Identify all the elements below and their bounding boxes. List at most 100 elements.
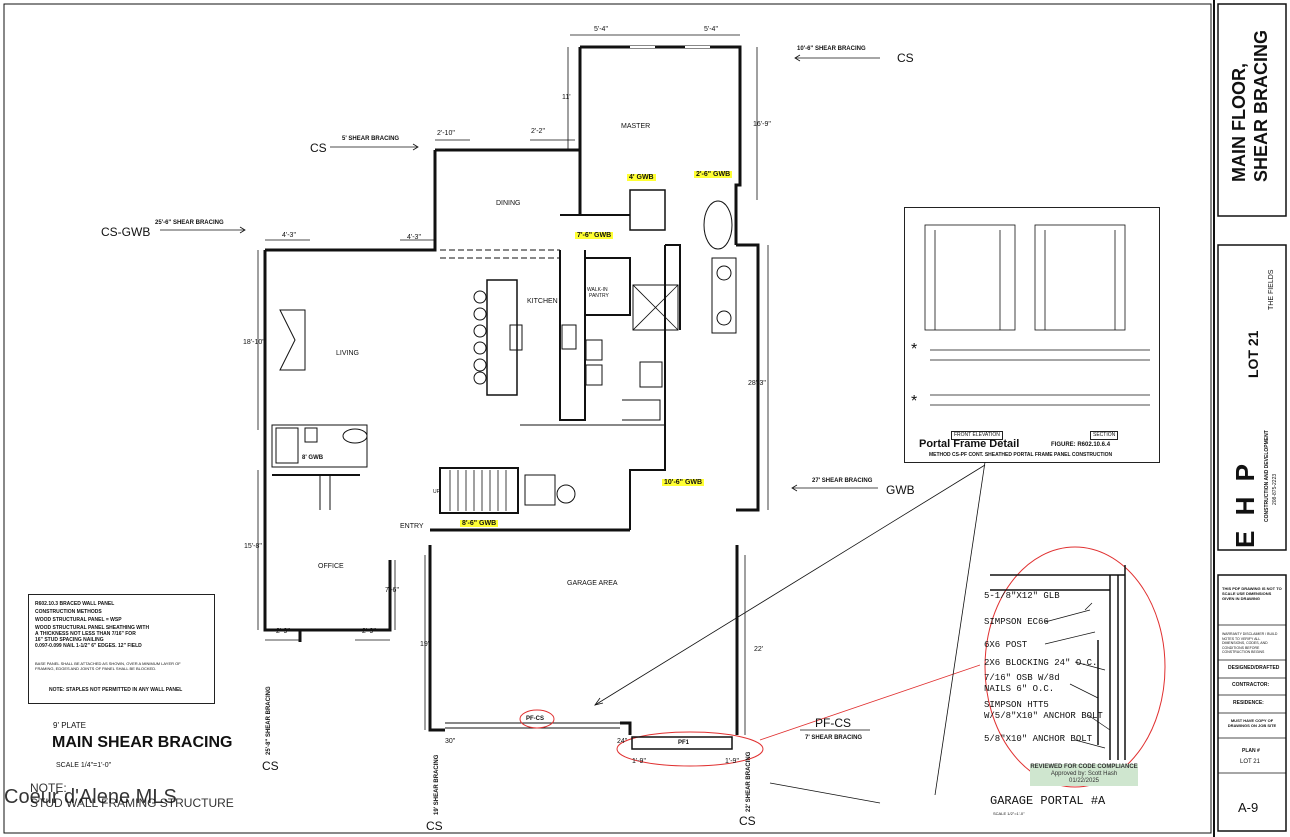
dim-label: 1'-9" [725,758,739,765]
shear-callout-code: PF-CS [815,716,851,730]
note-staples: NOTE: STAPLES NOT PERMITTED IN ANY WALL … [49,687,183,693]
note-line: A THICKNESS NOT LESS THAN 7/16" FOR [35,631,136,637]
room-kitchen: KITCHEN [527,298,558,305]
portal-detail-title: Portal Frame Detail [919,438,1020,450]
shear-callout-code: CS [897,51,914,65]
stamp-date: 01/22/2025 [1068,778,1100,784]
pf-cs-oval-label: PF-CS [526,716,544,722]
shear-callout-code: CS [739,814,756,828]
dim-label: 19' [420,641,430,648]
room-walkin: WALK-IN [587,287,608,293]
vertical-shear-label: 22' SHEAR BRACING [746,751,752,812]
shear-callout-code: CS [310,141,327,155]
front-elevation-label: FRONT ELEVATION [951,431,1003,440]
room-office: OFFICE [318,563,344,570]
gwb-tag: 2'-6" GWB [694,171,733,178]
contractor-label: CONTRACTOR: [1232,682,1270,688]
subdivision-name: THE FIELDS [1268,269,1275,310]
sheet-number: A-9 [1238,800,1259,815]
stairs-up-label: UP [433,489,440,495]
dim-label: 16'-9" [753,121,771,128]
note-line: 0.097-0.099 NAIL 1-1/2" 6" EDGES. 12" FI… [35,643,142,649]
designed-label: DESIGNED/DRAFTED [1228,665,1280,671]
dim-label: 5'-4" [594,26,608,33]
code-compliance-stamp: REVIEWED FOR CODE COMPLIANCE Approved by… [1030,764,1138,786]
portal-label: SIMPSON EC66 [984,617,1049,627]
note-line: WOOD STRUCTURAL PANEL SHEATHING WITH [35,625,150,631]
dim-label: 4'-3" [282,232,296,239]
dim-label: 28'-3" [748,380,766,387]
mls-watermark: Coeur d'Alene MLS [4,786,177,808]
dim-label: 22' [754,646,764,653]
note-label: NOTE: [30,781,67,795]
portal-label: 5/8"X10" ANCHOR BOLT [984,734,1093,744]
shear-callout-code: GWB [886,483,915,497]
note-fine-print: BASE PANEL SHALL BE ATTACHED AS SHOWN, O… [35,661,181,671]
plan-number-value: LOT 21 [1240,759,1260,765]
dim-label: 2'-2" [531,128,545,135]
portal-detail-figure: FIGURE: R602.10.6.4 [1051,442,1111,448]
sheet-title-line-2: SHEAR BRACING [1251,29,1271,182]
room-entry: ENTRY [400,523,424,530]
room-pantry: PANTRY [589,293,609,299]
vertical-shear-label: 25'-8" SHEAR BRACING [266,686,272,755]
sheet-title: MAIN FLOOR, SHEAR BRACING [1228,30,1272,182]
note-line: WOOD STRUCTURAL PANEL = WSP [35,617,122,623]
shear-callout-label: 10'-6" SHEAR BRACING [797,46,866,52]
gwb-tag: 7'-6" GWB [575,232,614,239]
gwb-tag: 4' GWB [627,174,656,181]
not-to-scale-notice: THIS PDF DRAWING IS NOT TO SCALE USE DIM… [1222,586,1282,601]
pf1-label: PF1 [678,740,690,746]
plan-number-label: PLAN # [1242,748,1260,754]
shear-callout-label: 7' SHEAR BRACING [805,735,863,741]
dim-label: 24" [617,738,628,745]
portal-label: 6X6 POST [984,640,1028,650]
stamp-title: REVIEWED FOR CODE COMPLIANCE [1030,764,1138,770]
lot-number: LOT 21 [1245,330,1261,378]
portal-label: 2X6 BLOCKING 24" O.C. [984,658,1098,668]
warranty-fine-print: WARRANTY DISCLAIMER / BUILD NOTES TO VER… [1222,632,1278,654]
stamp-approver: Approved by: Scott Hash [1050,771,1118,777]
plate-height: 9' PLATE [53,721,86,730]
note-line: R602.10.3 BRACED WALL PANEL [35,601,115,607]
dim-label: 1'-9" [632,758,646,765]
dim-label: 2'-10" [437,130,455,137]
dim-label: 2'-9" [362,628,376,635]
portal-label: 5-1/8"X12" GLB [984,591,1060,601]
portal-label: SIMPSON HTT5 [984,700,1049,710]
company-logo: E H P [1230,460,1260,548]
portal-label: 7/16" OSB W/8d [984,673,1060,683]
dim-label: 18'-10" [243,339,265,346]
garage-portal-caption: GARAGE PORTAL #A [990,794,1106,808]
residence-label: RESIDENCE: [1233,700,1264,706]
gwb-tag: 8' GWB [302,455,324,461]
portal-frame-detail: * * FRONT ELEVATION SECTION Portal Frame… [904,207,1160,463]
vertical-shear-label: 19' SHEAR BRACING [434,754,440,815]
portal-label: NAILS 6" O.C. [984,684,1055,694]
dim-label: 4'-3" [407,234,421,241]
portal-detail-method: METHOD CS-PF CONT. SHEATHED PORTAL FRAME… [929,452,1113,458]
dim-label: 5'-4" [704,26,718,33]
dim-label: 30" [445,738,456,745]
company-subtitle: CONSTRUCTION AND DEVELOPMENT [1264,430,1270,522]
portal-label: W/5/8"X10" ANCHOR BOLT [984,711,1103,721]
shear-callout-code: CS [262,759,279,773]
braced-wall-notes: R602.10.3 BRACED WALL PANEL CONSTRUCTION… [28,594,215,704]
gwb-tag: 10'-6" GWB [662,479,705,486]
note-text: STUD WALL FRAMING STRUCTURE [30,796,234,810]
shear-callout-label: 27' SHEAR BRACING [812,478,873,484]
room-garage: GARAGE AREA [567,580,618,587]
dim-label: 7'-6" [385,587,399,594]
shear-callout-label: 25'-6" SHEAR BRACING [155,220,224,226]
note-line: CONSTRUCTION METHODS [35,609,102,615]
company-phone: 208-875-2223 [1272,473,1278,505]
shear-callout-label: 5' SHEAR BRACING [342,136,400,142]
room-master: MASTER [621,123,651,130]
shear-callout-code: CS [426,819,443,833]
job-site-notice: MUST HAVE COPY OF DRAWINGS ON JOB SITE [1227,718,1277,728]
dim-label: 11' [562,94,571,101]
room-living: LIVING [336,350,359,357]
drawing-title: MAIN SHEAR BRACING [52,734,233,751]
